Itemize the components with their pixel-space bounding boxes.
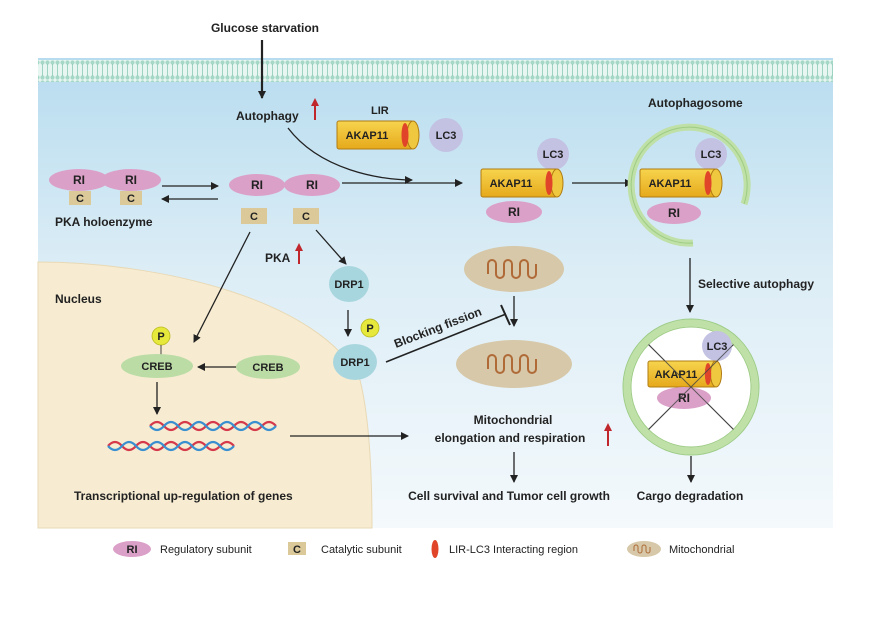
svg-text:AKAP11: AKAP11	[490, 178, 533, 190]
svg-text:C: C	[293, 544, 301, 556]
lc3-free: LC3	[429, 118, 463, 152]
nucleus-label: Nucleus	[55, 292, 102, 306]
svg-text:LC3: LC3	[701, 149, 722, 161]
pka-label: PKA	[265, 251, 291, 265]
cell-membrane	[38, 60, 833, 82]
pka-holoenzyme: RI RI C C	[49, 169, 161, 205]
mitochondrion-elongated	[456, 340, 572, 388]
svg-text:DRP1: DRP1	[334, 279, 363, 291]
blocking-fission-line	[385, 313, 507, 363]
svg-text:LC3: LC3	[436, 130, 457, 142]
svg-text:AKAP11: AKAP11	[346, 130, 389, 142]
autophagy-label: Autophagy	[236, 109, 299, 123]
svg-text:C: C	[302, 211, 310, 223]
svg-text:RI: RI	[251, 178, 263, 192]
svg-text:P: P	[157, 331, 164, 343]
legend: RI Regulatory subunit C Catalytic subuni…	[113, 540, 734, 558]
glucose-starvation-label: Glucose starvation	[211, 21, 319, 35]
drp1-phosphorylated: P DRP1	[333, 318, 380, 380]
blocking-fission-bar	[500, 304, 511, 326]
legend-c: C Catalytic subunit	[288, 542, 402, 556]
cargo-degradation-label: Cargo degradation	[637, 489, 744, 503]
svg-text:LC3: LC3	[543, 149, 564, 161]
legend-lir: LIR-LC3 Interacting region	[431, 540, 578, 558]
mitochondrion-fragmented	[464, 246, 564, 292]
svg-text:RI: RI	[306, 178, 318, 192]
akap11-lc3-ri-complex: LC3 AKAP11 RI	[480, 138, 569, 223]
svg-text:CREB: CREB	[141, 361, 172, 373]
mito-label-line1: Mitochondrial	[474, 413, 553, 427]
creb: CREB	[236, 355, 300, 379]
svg-text:CREB: CREB	[252, 362, 283, 374]
svg-text:AKAP11: AKAP11	[649, 178, 692, 190]
cell-survival-label: Cell survival and Tumor cell growth	[408, 489, 610, 503]
svg-text:AKAP11: AKAP11	[655, 369, 698, 381]
autophagy-to-akap-arrow	[287, 127, 413, 184]
svg-text:RI: RI	[508, 205, 520, 219]
pka-to-creb-arrow	[193, 231, 251, 343]
catalytic-subunits-free: C C	[241, 208, 319, 224]
svg-text:RI: RI	[73, 173, 85, 187]
svg-text:LC3: LC3	[707, 341, 728, 353]
selective-autophagy-label: Selective autophagy	[698, 277, 814, 291]
pka-to-drp1-arrow	[315, 229, 347, 265]
svg-text:P: P	[366, 323, 373, 335]
svg-text:C: C	[76, 193, 84, 205]
autophagosome-label: Autophagosome	[648, 96, 743, 110]
svg-text:RI: RI	[125, 173, 137, 187]
autophagosome-cargo: LC3 AKAP11 RI	[639, 138, 727, 224]
creb-phosphorylated: P CREB	[121, 326, 193, 378]
akap11-free: AKAP11	[336, 120, 420, 150]
ri-dimer: RI RI	[229, 174, 340, 196]
autolysosome: LC3 AKAP11 RI	[622, 318, 760, 456]
transcriptional-label: Transcriptional up-regulation of genes	[74, 489, 293, 503]
svg-text:RI: RI	[127, 544, 138, 556]
svg-text:Catalytic subunit: Catalytic subunit	[321, 544, 402, 556]
lir-label: LIR	[371, 105, 389, 117]
svg-text:DRP1: DRP1	[340, 357, 369, 369]
svg-text:RI: RI	[678, 391, 690, 405]
svg-text:Mitochondrial: Mitochondrial	[669, 544, 734, 556]
mito-label-line2: elongation and respiration	[435, 431, 586, 445]
svg-text:C: C	[250, 211, 258, 223]
legend-mitochondrial: Mitochondrial	[627, 541, 734, 557]
svg-text:LIR-LC3 Interacting region: LIR-LC3 Interacting region	[449, 544, 578, 556]
drp1: DRP1	[329, 266, 369, 302]
svg-text:Regulatory subunit: Regulatory subunit	[160, 544, 252, 556]
svg-text:C: C	[127, 193, 135, 205]
legend-ri: RI Regulatory subunit	[113, 541, 252, 557]
svg-text:RI: RI	[668, 206, 680, 220]
pka-holoenzyme-label: PKA holoenzyme	[55, 215, 153, 229]
dna-helices	[107, 420, 277, 452]
